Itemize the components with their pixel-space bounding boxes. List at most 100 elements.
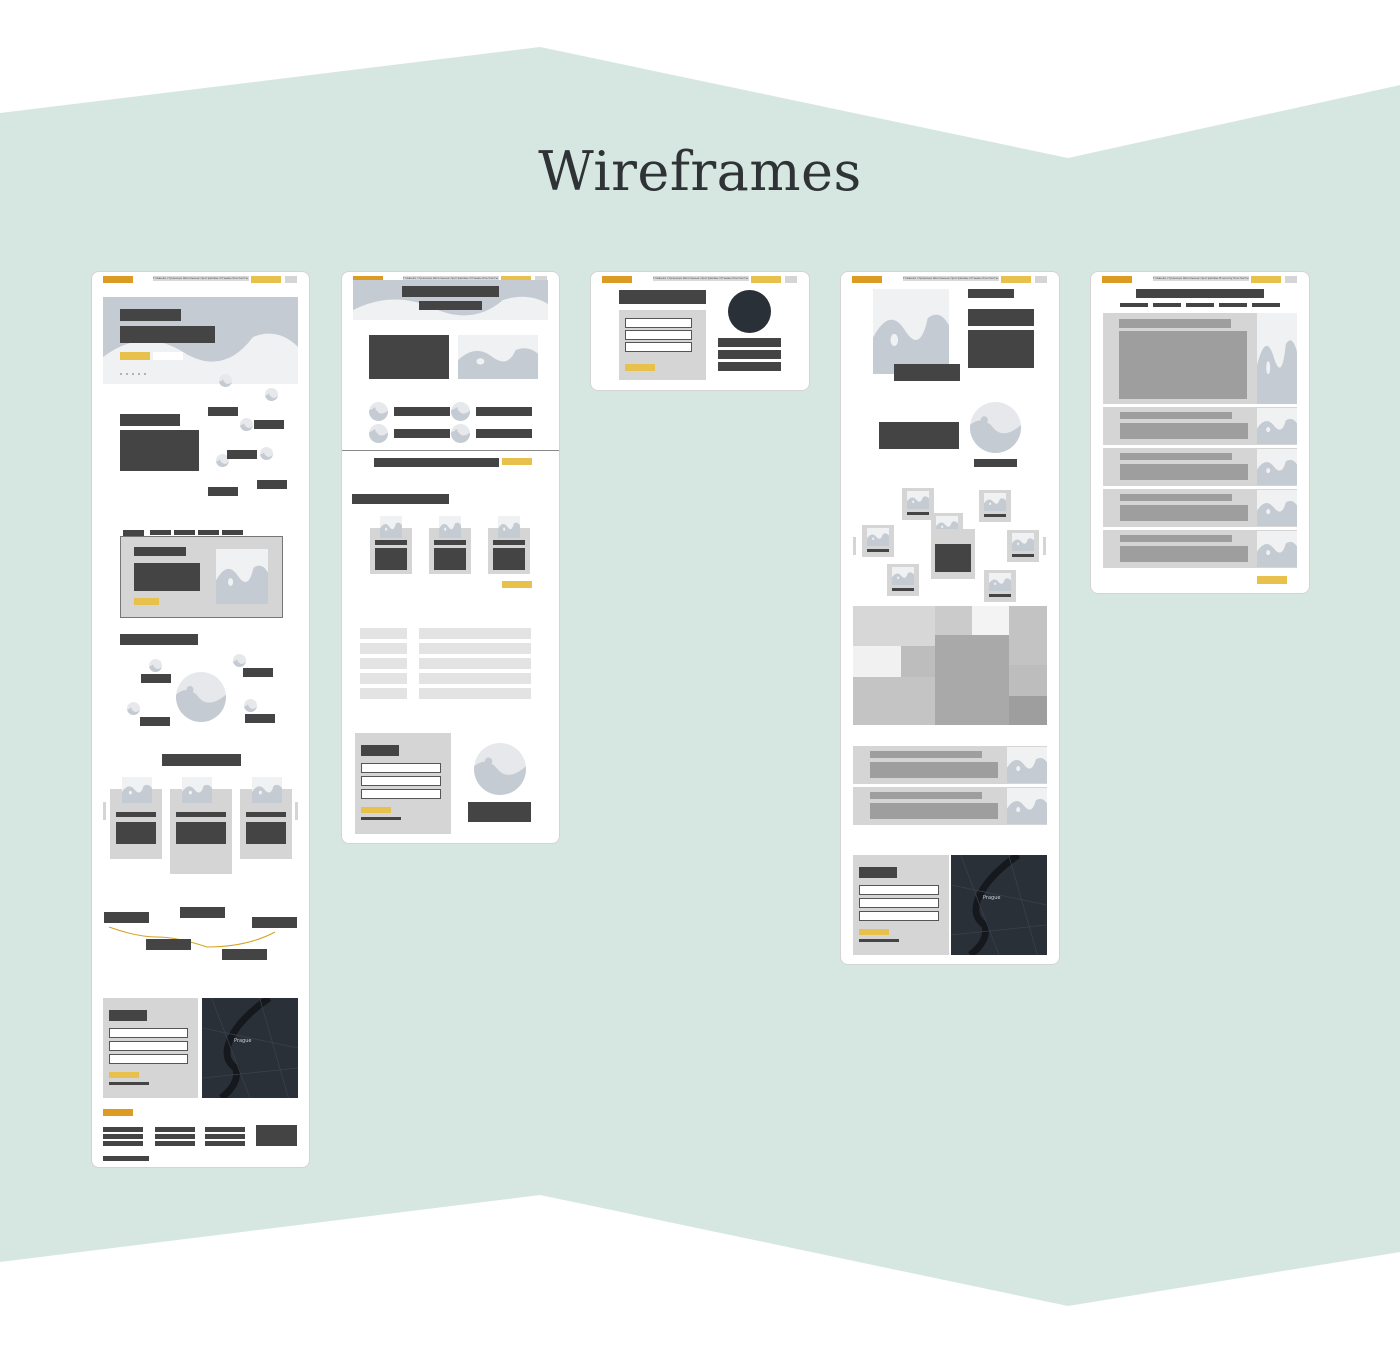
carousel-dot-icon[interactable] [120,373,122,375]
logo [852,276,882,283]
review-card-text [1120,464,1248,480]
profile-line [718,338,781,347]
language-button[interactable] [285,276,297,283]
carousel-dot-icon[interactable] [138,373,140,375]
hero-button-secondary[interactable] [153,352,183,360]
arrow-left-icon[interactable] [103,802,106,820]
gallery-featured-text [935,544,971,572]
wireframe-login-page: Главная страница Школьные программы Отзы… [590,271,810,391]
form-input[interactable] [109,1041,188,1051]
section-title [162,754,241,766]
feature-label [243,668,273,677]
review-card-title [1120,453,1232,460]
review-card-title [1120,535,1232,542]
wireframe-school-page: Главная страница Школьные программы Отзы… [840,271,1060,965]
language-button[interactable] [785,276,797,283]
section-title [120,414,180,426]
filter-tab[interactable] [1153,303,1181,307]
form-input[interactable] [361,776,441,786]
page-heading [1136,289,1264,298]
feature-text [476,429,532,438]
map[interactable]: Prague [951,855,1047,955]
filter-tab[interactable] [1186,303,1214,307]
submit-button[interactable] [361,807,391,813]
image-placeholder-icon [260,447,273,460]
form-input[interactable] [859,898,939,908]
arrow-right-icon[interactable] [295,802,298,820]
carousel-dot-icon[interactable] [132,373,134,375]
tab-item[interactable] [198,530,219,535]
review-card-title [1120,412,1232,419]
top-navigation[interactable]: Главная страница Школьные программы Отзы… [903,276,999,281]
login-input[interactable] [625,318,692,328]
section-button[interactable] [502,458,532,465]
load-more-button[interactable] [1257,576,1287,584]
submit-button[interactable] [859,929,889,935]
filter-tab[interactable] [1252,303,1280,307]
map-city-label: Prague [983,895,1001,901]
more-button[interactable] [502,581,532,588]
contact-block [468,802,531,822]
tab-item[interactable] [222,530,243,535]
carousel-dot-icon[interactable] [126,373,128,375]
login-input[interactable] [625,330,692,340]
image-placeholder-icon [907,491,929,509]
footer-copyright [103,1156,149,1161]
gallery-caption [984,514,1006,517]
image-placeholder-icon [219,374,232,387]
tab-button[interactable] [134,598,159,605]
carousel-dot-icon[interactable] [144,373,146,375]
cta-button[interactable] [501,276,531,283]
filter-tab[interactable] [1219,303,1247,307]
form-input[interactable] [859,885,939,895]
top-navigation[interactable]: Главная страница Школьные программы В шк… [1153,276,1249,281]
image-placeholder-icon [182,777,212,803]
timeline-label [104,912,149,923]
program-card-text [434,548,466,570]
tab-item-active[interactable] [123,530,144,536]
arrow-right-icon[interactable] [1043,537,1046,555]
login-button[interactable] [625,364,655,371]
image-placeholder-icon [1007,747,1047,783]
image-placeholder-icon [498,516,520,538]
form-input[interactable] [109,1054,188,1064]
footer-link [155,1141,195,1146]
form-input[interactable] [109,1028,188,1038]
cta-button[interactable] [1001,276,1031,283]
form-input[interactable] [361,763,441,773]
hero-button[interactable] [120,352,150,360]
timeline-label [252,917,297,928]
form-input[interactable] [361,789,441,799]
cta-button[interactable] [251,276,281,283]
image-placeholder-icon [1257,531,1297,567]
map[interactable]: Prague [202,998,298,1098]
school-title [968,289,1014,298]
gallery-caption [892,588,914,591]
image-placeholder-icon [867,528,889,546]
cta-button[interactable] [1251,276,1281,283]
section-title [352,494,449,504]
form-input[interactable] [859,911,939,921]
image-placeholder-icon [233,654,246,667]
login-input[interactable] [625,342,692,352]
arrow-left-icon[interactable] [853,537,856,555]
filter-tab[interactable] [1120,303,1148,307]
tab-item[interactable] [150,530,171,535]
top-navigation[interactable]: Главная страница Школьные программы Отзы… [403,276,499,281]
language-button[interactable] [1035,276,1047,283]
list-card-title [870,792,982,799]
tab-item[interactable] [174,530,195,535]
language-button[interactable] [1285,276,1297,283]
feature-label [141,674,171,683]
top-navigation[interactable]: Главная страница Школьные программы Отзы… [153,276,249,281]
profile-line [718,350,781,359]
top-navigation[interactable]: Главная страница Школьные программы Отзы… [653,276,749,281]
image-placeholder-icon [892,567,914,585]
table-cell [360,658,407,669]
language-button[interactable] [535,276,547,283]
image-placeholder-icon [970,402,1021,453]
image-placeholder-icon [1257,490,1297,526]
cta-button[interactable] [751,276,781,283]
submit-button[interactable] [109,1072,139,1078]
program-card-title [246,812,286,817]
